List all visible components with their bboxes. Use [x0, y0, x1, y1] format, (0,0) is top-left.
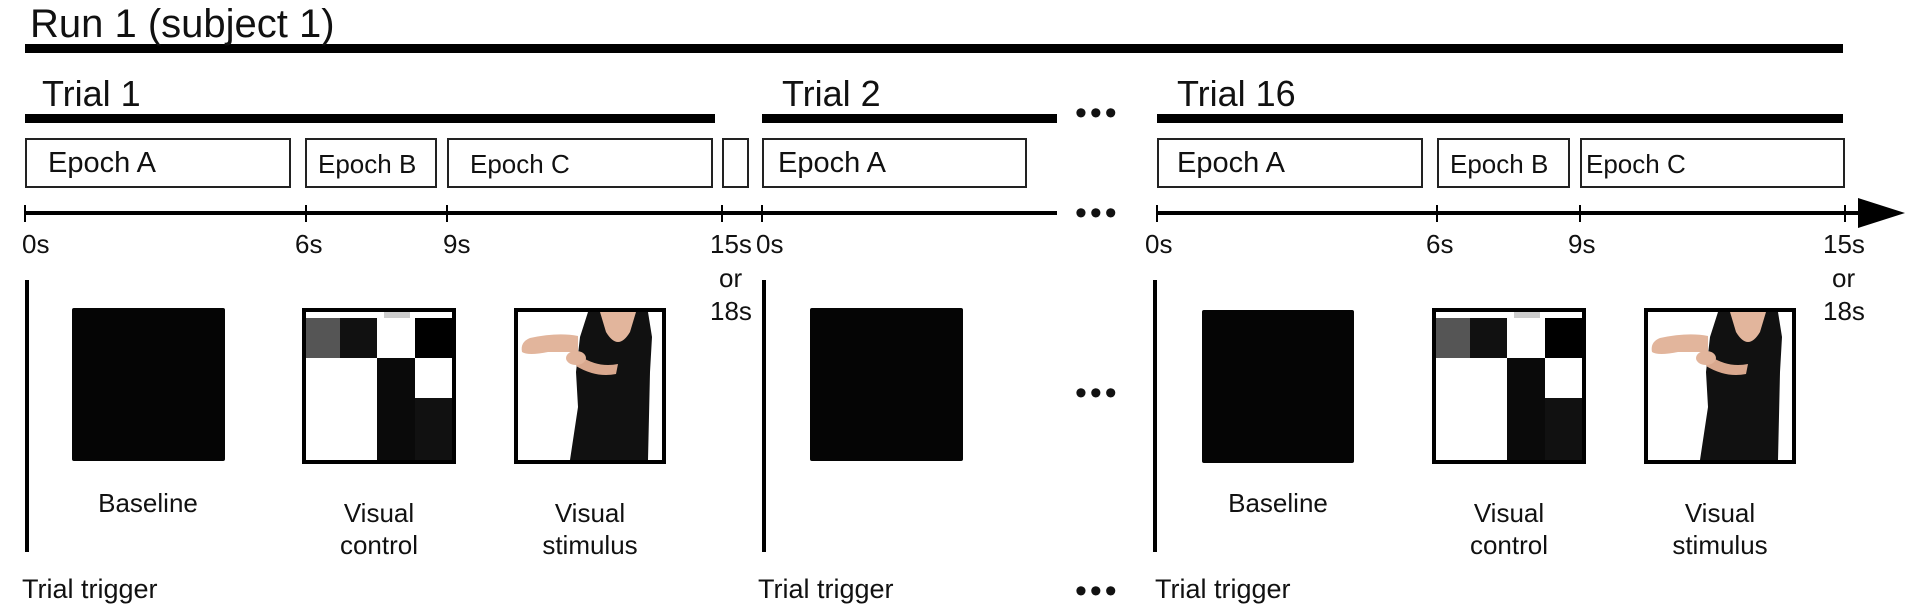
- trial-1-label: Trial 1: [42, 73, 141, 114]
- ellipsis-axis-row: •••: [1075, 194, 1120, 232]
- tick-label-trial2-0s: 0s: [756, 229, 784, 259]
- tick-label-6s: 6s: [295, 229, 323, 259]
- time-axis-right: [1157, 211, 1862, 215]
- trial-16-visual-control-image: [1432, 308, 1586, 464]
- trial-16-baseline-caption: Baseline: [1228, 488, 1328, 518]
- trial-2-label: Trial 2: [782, 73, 881, 114]
- run-title: Run 1 (subject 1): [30, 2, 335, 46]
- time-axis-left: [25, 211, 1057, 215]
- trial-2-epoch-a-label: Epoch A: [778, 147, 887, 179]
- trial-1-visual-stimulus-image: [514, 308, 666, 464]
- trial-1-visual-control-caption-line1: Visual: [343, 498, 415, 528]
- trial-1-bar: [25, 114, 715, 123]
- trial-1-extra-epoch-box: [722, 138, 749, 188]
- trial-1-epoch-c-box: [447, 138, 713, 188]
- tick-label-trial16-or: or: [1832, 263, 1856, 293]
- trial-16-epoch-a-box: [1157, 138, 1423, 188]
- trial-16-trigger-label: Trial trigger: [1155, 574, 1291, 604]
- tick-label-18s: 18s: [710, 296, 752, 326]
- trial-1-baseline-screen: [72, 308, 225, 461]
- trial-2-bar: [762, 114, 1057, 123]
- trial-1-trigger-label: Trial trigger: [22, 574, 158, 604]
- trial-1-epoch-a-label: Epoch A: [48, 147, 157, 179]
- trial-2-baseline-screen: [810, 308, 963, 461]
- trial-2-trigger-label: Trial trigger: [758, 574, 894, 604]
- tick-label-9s: 9s: [443, 229, 471, 259]
- tick-label-0s: 0s: [22, 229, 50, 259]
- trial-16-visual-control-caption-line1: Visual: [1473, 498, 1545, 528]
- run-bar: [25, 44, 1843, 53]
- person-gesture-photo: [1648, 312, 1792, 460]
- trial-2-epoch-a-box: [762, 138, 1027, 188]
- trial-16-label: Trial 16: [1177, 73, 1296, 114]
- tick-label-15s: 15s: [710, 229, 752, 259]
- person-gesture-photo: [518, 312, 662, 460]
- trial-1-visual-stimulus-caption-line1: Visual: [554, 498, 626, 528]
- time-axis-arrowhead: [1858, 198, 1905, 228]
- trigger-line-trial-16: [1153, 280, 1157, 552]
- time-axis-ticks: [24, 205, 1846, 222]
- scrambled-mosaic-icon: [306, 312, 452, 460]
- trial-16-bar: [1157, 114, 1843, 123]
- tick-label-or: or: [719, 263, 743, 293]
- trial-16-epoch-b-label: Epoch B: [1450, 149, 1549, 179]
- tick-label-trial16-0s: 0s: [1145, 229, 1173, 259]
- trial-16-epoch-b-box: [1437, 138, 1570, 188]
- tick-label-trial16-6s: 6s: [1426, 229, 1454, 259]
- trial-1-visual-stimulus-caption-line2: stimulus: [542, 530, 638, 560]
- trial-16-visual-control-caption-line2: control: [1469, 530, 1549, 560]
- trial-16-visual-stimulus-caption-line1: Visual: [1684, 498, 1756, 528]
- trial-1-epoch-b-label: Epoch B: [318, 149, 417, 179]
- trial-16-epoch-c-box: [1580, 138, 1845, 188]
- trial-1-visual-control-caption-line2: control: [339, 530, 419, 560]
- trial-1-visual-control-image: [302, 308, 456, 464]
- trial-16-epoch-a-label: Epoch A: [1177, 147, 1286, 179]
- tick-label-trial16-9s: 9s: [1568, 229, 1596, 259]
- trial-16-baseline-screen: [1202, 310, 1354, 463]
- tick-label-trial16-18s: 18s: [1823, 296, 1865, 326]
- trigger-line-trial-2: [762, 280, 766, 552]
- trial-1-baseline-caption: Baseline: [98, 488, 198, 518]
- trial-16-visual-stimulus-caption-line2: stimulus: [1672, 530, 1768, 560]
- scrambled-mosaic-icon: [1436, 312, 1582, 460]
- ellipsis-trigger-row: •••: [1075, 572, 1120, 610]
- ellipsis-trial-row: •••: [1075, 94, 1120, 132]
- trigger-line-trial-1: [25, 280, 29, 552]
- trial-1-epoch-a-box: [25, 138, 291, 188]
- trial-1-epoch-b-box: [305, 138, 437, 188]
- trial-1-epoch-c-label: Epoch C: [470, 149, 570, 179]
- ellipsis-stimulus-row: •••: [1075, 374, 1120, 412]
- tick-label-trial16-15s: 15s: [1823, 229, 1865, 259]
- trial-16-epoch-c-label: Epoch C: [1586, 149, 1686, 179]
- trial-16-visual-stimulus-image: [1644, 308, 1796, 464]
